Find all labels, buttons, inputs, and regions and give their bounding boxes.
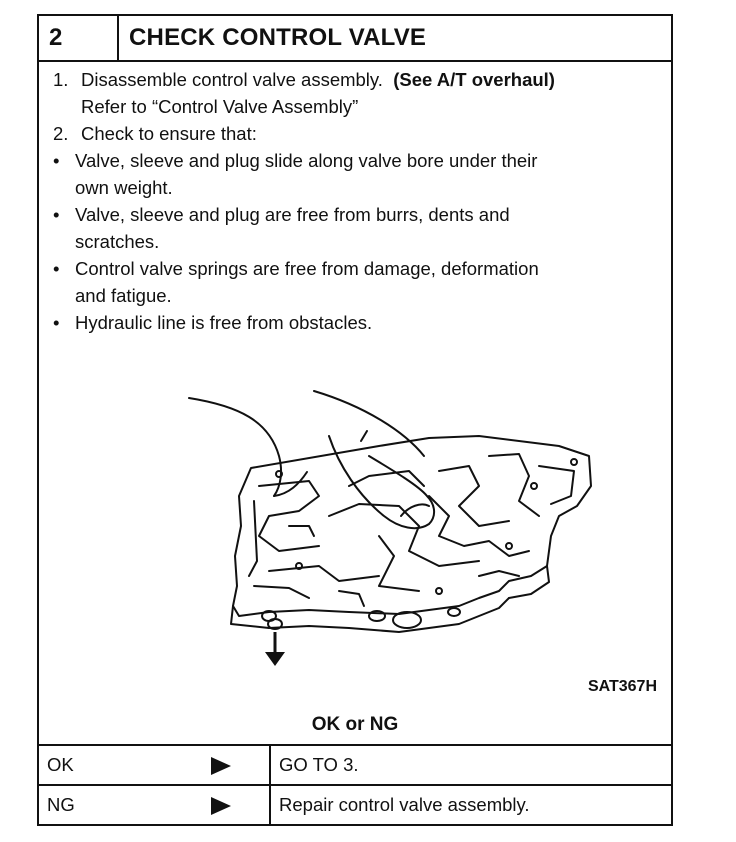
instruction-item-2: 2. Check to ensure that: bbox=[51, 120, 661, 147]
bullet-text-cont: scratches. bbox=[75, 231, 160, 252]
instructions: 1. Disassemble control valve assembly. (S… bbox=[51, 66, 661, 336]
bullet-text: Valve, sleeve and plug are free from bur… bbox=[75, 204, 510, 225]
item-number: 2. bbox=[53, 123, 69, 144]
bullet-item: • Hydraulic line is free from obstacles. bbox=[51, 309, 661, 336]
result-status: OK bbox=[47, 754, 74, 775]
figure-code: SAT367H bbox=[587, 678, 657, 695]
result-status: NG bbox=[47, 794, 75, 815]
step-number: 2 bbox=[39, 16, 119, 60]
play-arrow-icon bbox=[211, 757, 231, 775]
step-title: CHECK CONTROL VALVE bbox=[129, 24, 427, 51]
instruction-item-1: 1. Disassemble control valve assembly. (S… bbox=[51, 66, 661, 93]
bullet-text: Valve, sleeve and plug slide along valve… bbox=[75, 150, 538, 171]
bullet-icon: • bbox=[53, 150, 60, 171]
bullet-item: • Valve, sleeve and plug slide along valv… bbox=[51, 147, 661, 174]
down-arrow-icon bbox=[265, 632, 285, 666]
result-row-ng: NG Repair control valve assembly. bbox=[39, 784, 671, 824]
control-valve-illustration bbox=[188, 390, 592, 666]
bullet-icon: • bbox=[53, 204, 60, 225]
procedure-box: 2 CHECK CONTROL VALVE 1. Disassemble cont… bbox=[37, 14, 673, 826]
bullet-icon: • bbox=[53, 258, 60, 279]
instruction-item-1-cont: Refer to “Control Valve Assembly” bbox=[81, 96, 359, 117]
result-action: GO TO 3. bbox=[279, 754, 359, 775]
bullet-item: • Valve, sleeve and plug are free from bu… bbox=[51, 201, 661, 228]
item-number: 1. bbox=[53, 69, 69, 90]
result-action: Repair control valve assembly. bbox=[279, 794, 530, 815]
bullet-text: Control valve springs are free from dama… bbox=[75, 258, 539, 279]
bullet-icon: • bbox=[53, 312, 60, 333]
bullet-item: • Control valve springs are free from dam… bbox=[51, 255, 661, 282]
play-arrow-icon bbox=[211, 797, 231, 815]
result-label: OK or NG bbox=[311, 714, 399, 735]
item-text: Disassemble control valve assembly. bbox=[81, 69, 383, 90]
result-row-ok: OK GO TO 3. bbox=[39, 744, 671, 784]
bullet-text: Hydraulic line is free from obstacles. bbox=[75, 312, 373, 333]
bullet-text-cont: own weight. bbox=[75, 177, 173, 198]
item-reference: (See A/T overhaul) bbox=[393, 69, 555, 90]
item-text: Check to ensure that: bbox=[81, 123, 257, 144]
bullet-text-cont: and fatigue. bbox=[75, 285, 172, 306]
step-header: 2 CHECK CONTROL VALVE bbox=[39, 16, 671, 62]
